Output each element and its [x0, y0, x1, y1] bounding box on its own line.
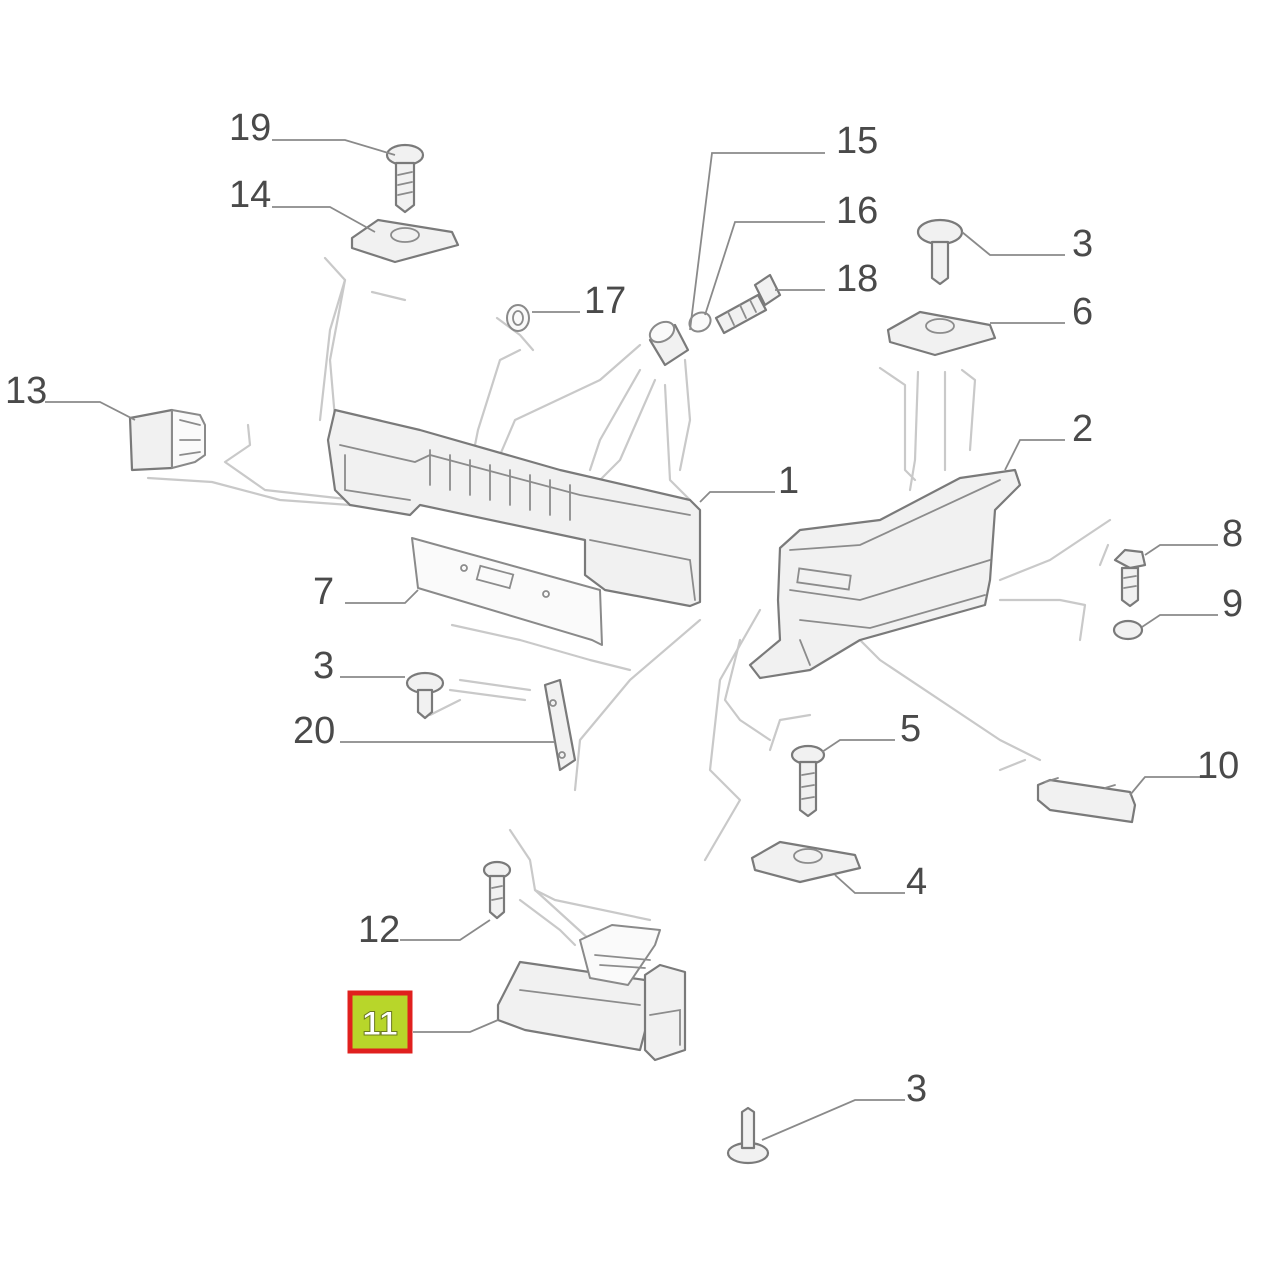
part-13-end-cap — [128, 408, 206, 472]
callout-11: 11 — [362, 1005, 398, 1043]
part-9-spacer — [1112, 619, 1144, 641]
part-11-mounting-bracket — [496, 924, 687, 1062]
part-6-clip-nut — [886, 310, 997, 357]
callout-3-middle: 3 — [313, 645, 334, 687]
part-20-bracket-strip — [543, 678, 577, 772]
callout-7: 7 — [313, 571, 334, 613]
part-17-washer — [506, 304, 530, 332]
part-3-push-pin-middle — [405, 671, 445, 720]
callout-8: 8 — [1222, 513, 1243, 555]
callout-labels: 19 14 17 15 16 18 3 6 13 2 1 8 7 9 3 20 … — [5, 107, 1243, 1110]
part-15-bushing — [648, 320, 690, 367]
callout-1: 1 — [778, 460, 799, 502]
callout-18: 18 — [836, 258, 878, 300]
callout-5: 5 — [900, 708, 921, 750]
callout-15: 15 — [836, 120, 878, 162]
part-18-bolt — [714, 273, 782, 335]
callout-2: 2 — [1072, 408, 1093, 450]
part-12-screw — [482, 860, 512, 920]
highlighted-callout-11[interactable]: 11 — [347, 990, 413, 1054]
part-19-screw — [385, 143, 425, 214]
part-3-push-pin-upper — [916, 218, 964, 286]
part-5-screw — [790, 744, 826, 818]
leader-lines — [45, 139, 1218, 1141]
part-10-reflector — [1036, 777, 1137, 824]
part-8-screw — [1113, 548, 1147, 608]
part-2-corner-bumper — [748, 468, 1022, 680]
callout-6: 6 — [1072, 291, 1093, 333]
callout-13: 13 — [5, 370, 47, 412]
callout-12: 12 — [358, 909, 400, 951]
part-14-clip-nut — [350, 218, 460, 264]
callout-3-upper: 3 — [1072, 223, 1093, 265]
callout-10: 10 — [1197, 745, 1239, 787]
callout-11-highlight-box[interactable] — [347, 990, 413, 1054]
part-4-clip-nut — [750, 840, 862, 884]
part-1-bumper-cover — [326, 408, 702, 608]
assembly-guide-lines — [146, 256, 1112, 947]
callout-17: 17 — [584, 280, 626, 322]
callout-20: 20 — [293, 710, 335, 752]
callout-3-lower: 3 — [906, 1068, 927, 1110]
part-3-push-pin-lower — [726, 1106, 770, 1165]
callout-19: 19 — [229, 107, 271, 149]
callout-14: 14 — [229, 174, 271, 216]
callout-4: 4 — [906, 861, 927, 903]
callout-9: 9 — [1222, 583, 1243, 625]
callout-16: 16 — [836, 190, 878, 232]
part-7-plate-bracket — [411, 537, 603, 646]
